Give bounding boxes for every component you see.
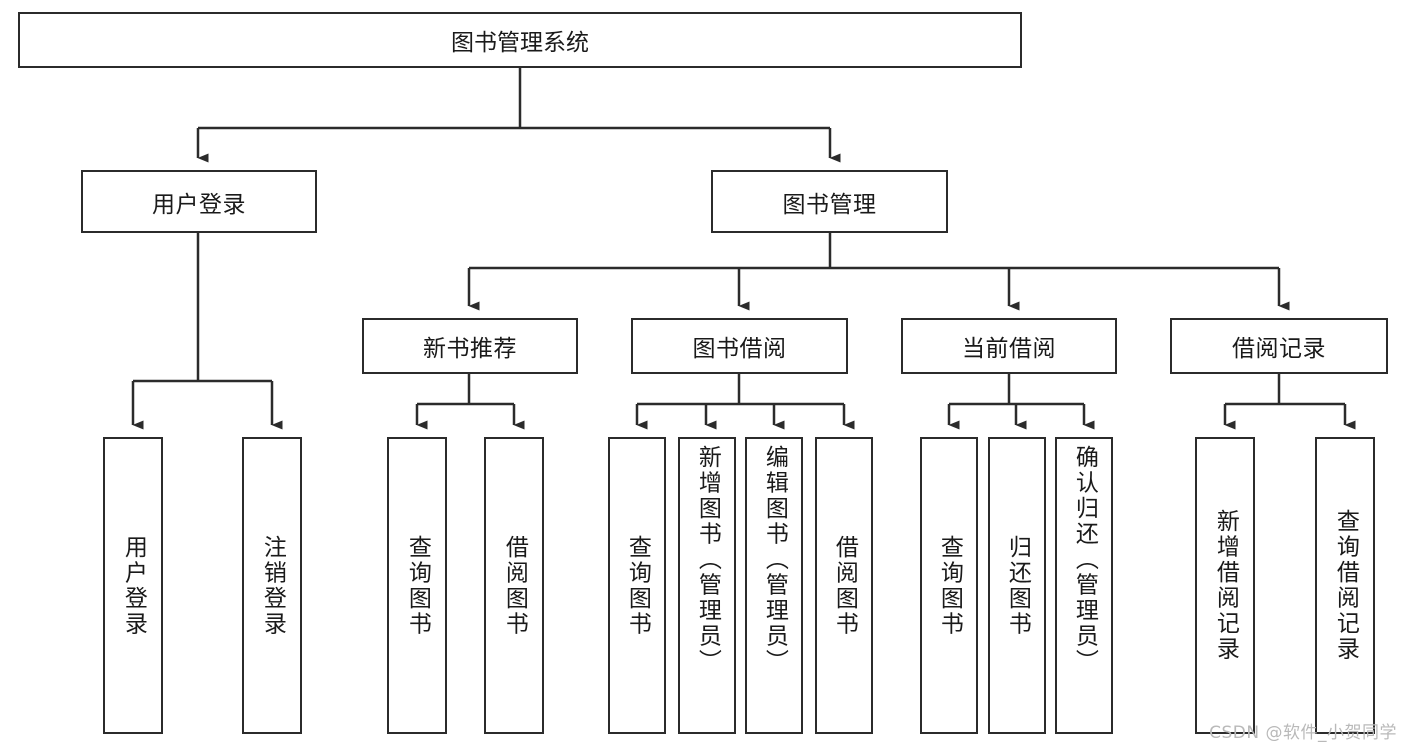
node-user-login[interactable]: 用户登录 [81,170,317,233]
node-leaf-query-record[interactable]: 查询借阅记录 [1315,437,1375,734]
node-leaf-query-book-1[interactable]: 查询图书 [387,437,447,734]
vertical-text-wrap: 确认归还（管理员） [1057,439,1111,732]
node-label: 查询图书 [936,534,963,637]
node-leaf-edit-book[interactable]: 编辑图书（管理员） [745,437,803,734]
node-root-system[interactable]: 图书管理系统 [18,12,1022,68]
node-label: 借阅记录 [1232,336,1326,362]
node-current-borrow[interactable]: 当前借阅 [901,318,1117,374]
vertical-text-wrap: 注销登录 [244,439,300,732]
node-label: 注销登录 [259,534,286,637]
vertical-text-wrap: 编辑图书（管理员） [747,439,801,732]
node-borrow-record[interactable]: 借阅记录 [1170,318,1388,374]
node-leaf-add-book[interactable]: 新增图书（管理员） [678,437,736,734]
node-label: 编辑图书（管理员） [761,445,788,675]
vertical-text-wrap: 用户登录 [105,439,161,732]
node-label: 新增借阅记录 [1212,509,1239,662]
node-leaf-query-book-2[interactable]: 查询图书 [608,437,666,734]
node-leaf-query-book-3[interactable]: 查询图书 [920,437,978,734]
node-book-borrow[interactable]: 图书借阅 [631,318,848,374]
node-label: 借阅图书 [501,534,528,637]
node-label: 查询图书 [404,534,431,637]
node-label: 图书管理 [782,191,877,218]
node-label: 确认归还（管理员） [1071,445,1098,675]
node-new-book-recommend[interactable]: 新书推荐 [362,318,578,374]
node-label: 借阅图书 [831,534,858,637]
node-book-manage[interactable]: 图书管理 [711,170,948,233]
node-label: 归还图书 [1004,534,1031,637]
node-leaf-add-record[interactable]: 新增借阅记录 [1195,437,1255,734]
node-leaf-borrow-book-1[interactable]: 借阅图书 [484,437,544,734]
node-label: 查询借阅记录 [1332,509,1359,662]
vertical-text-wrap: 查询图书 [610,439,664,732]
vertical-text-wrap: 新增借阅记录 [1197,439,1253,732]
vertical-text-wrap: 借阅图书 [817,439,871,732]
node-label: 用户登录 [152,191,246,218]
vertical-text-wrap: 借阅图书 [486,439,542,732]
node-label: 当前借阅 [962,336,1056,362]
vertical-text-wrap: 查询借阅记录 [1317,439,1373,732]
node-leaf-logout[interactable]: 注销登录 [242,437,302,734]
node-label: 新书推荐 [423,336,517,362]
node-leaf-return-book[interactable]: 归还图书 [988,437,1046,734]
vertical-text-wrap: 查询图书 [389,439,445,732]
node-leaf-user-login[interactable]: 用户登录 [103,437,163,734]
node-label: 查询图书 [624,534,651,637]
vertical-text-wrap: 归还图书 [990,439,1044,732]
node-label: 图书借阅 [692,336,787,362]
node-label: 图书管理系统 [451,30,589,56]
node-leaf-borrow-book-2[interactable]: 借阅图书 [815,437,873,734]
node-label: 用户登录 [120,534,147,637]
node-label: 新增图书（管理员） [694,445,721,675]
node-leaf-confirm-return[interactable]: 确认归还（管理员） [1055,437,1113,734]
vertical-text-wrap: 新增图书（管理员） [680,439,734,732]
vertical-text-wrap: 查询图书 [922,439,976,732]
